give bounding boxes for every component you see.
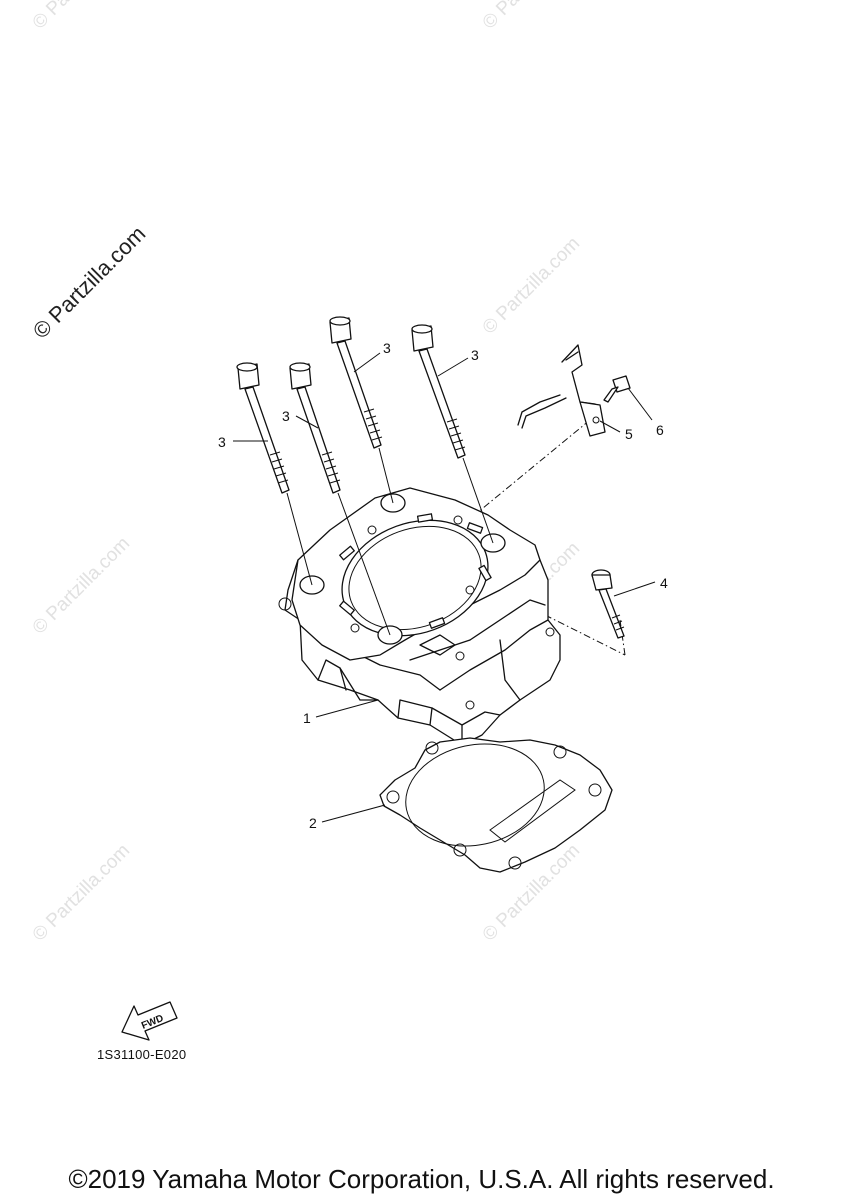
watermark-tile: © Partzilla.com [479, 0, 584, 34]
clamp [517, 344, 606, 437]
leader-lines [233, 352, 656, 823]
cylinder-gasket [379, 737, 613, 873]
bolt [411, 324, 466, 459]
fwd-arrow-icon: FWD [121, 1001, 178, 1041]
callout-4: 4 [660, 575, 668, 591]
cylinder-body [278, 487, 561, 746]
bolt [329, 316, 383, 449]
watermark-tile: © Partzilla.com [29, 533, 134, 638]
callout-6: 6 [656, 422, 664, 438]
cylinder-bolts [236, 316, 494, 636]
callout-1: 1 [303, 710, 311, 726]
callout-2: 2 [309, 815, 317, 831]
watermark-tile: © Partzilla.com [29, 0, 134, 34]
callout-3: 3 [282, 408, 290, 424]
callout-3: 3 [383, 340, 391, 356]
callout-5: 5 [625, 426, 633, 442]
drawing-code: 1S31100-E020 [97, 1047, 187, 1062]
watermark-logo: © Partzilla.com [28, 221, 151, 344]
callouts: 1 2 3 3 3 3 4 5 6 [218, 340, 668, 831]
copyright-notice: ©2019 Yamaha Motor Corporation, U.S.A. A… [68, 1164, 775, 1194]
callout-3: 3 [471, 347, 479, 363]
watermark-tile: © Partzilla.com [29, 840, 134, 945]
bolt [236, 362, 290, 494]
callout-3: 3 [218, 434, 226, 450]
watermark-tile: © Partzilla.com [479, 233, 584, 338]
clamp-bolt [603, 375, 631, 403]
bolt [289, 362, 341, 494]
small-bolt [591, 569, 625, 639]
